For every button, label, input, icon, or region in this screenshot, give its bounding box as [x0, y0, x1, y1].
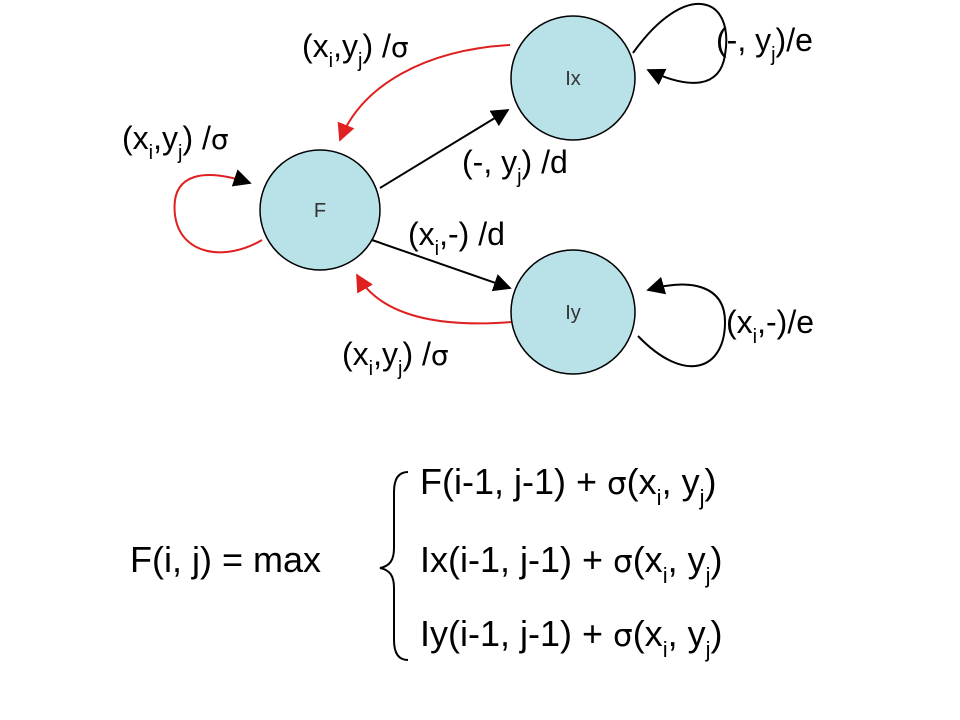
- f-to-ix-arrow: [379, 109, 510, 189]
- ix-to-f-arrow: [337, 44, 511, 142]
- iy-to-f-emission-label: (xi,yj) /σ: [342, 336, 449, 380]
- state-iy-node: [510, 249, 636, 375]
- f-self-emission-label: (xi,yj) /σ: [122, 120, 229, 164]
- cases-brace: [379, 471, 409, 661]
- recurrence-case-iy: Iy(i-1, j-1) + σ(xi, yj): [420, 613, 723, 662]
- state-ix-label: Ix: [565, 68, 581, 90]
- ix-self-loop-arrow: [632, 2, 728, 86]
- state-ix-node: [510, 15, 636, 141]
- state-f-label: F: [314, 200, 326, 222]
- recurrence-case-f: F(i-1, j-1) + σ(xi, yj): [420, 461, 717, 510]
- recurrence-lhs: F(i, j) = max: [130, 539, 322, 580]
- ix-self-gap-label: (-, yj)/e: [716, 22, 813, 66]
- state-iy-label: Iy: [565, 302, 581, 324]
- f-to-iy-gap-label: (xi,-) /d: [408, 216, 505, 260]
- iy-self-gap-label: (xi,-)/e: [726, 304, 814, 348]
- state-f-node: [259, 149, 381, 271]
- f-to-iy-arrow: [371, 239, 512, 292]
- f-to-ix-gap-label: (-, yj) /d: [462, 144, 568, 188]
- f-self-loop-arrow: [173, 169, 263, 254]
- iy-self-loop-arrow: [637, 276, 727, 367]
- recurrence-case-ix: Ix(i-1, j-1) + σ(xi, yj): [420, 539, 723, 588]
- ix-to-f-emission-label: (xi,yj) /σ: [302, 28, 409, 72]
- iy-to-f-arrow: [356, 273, 513, 325]
